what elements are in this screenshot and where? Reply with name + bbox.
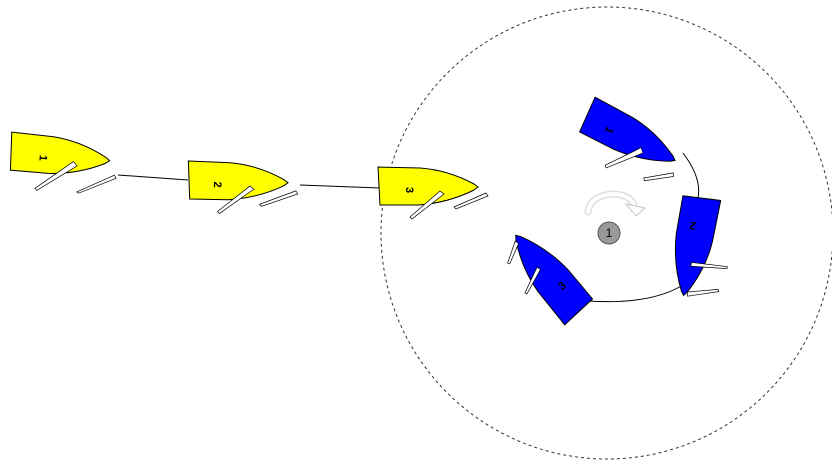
yellow-boat-2[interactable]: 2 (187, 161, 298, 215)
mark-label: 1 (606, 226, 613, 240)
sail-icon (77, 172, 117, 196)
boat-label: 2 (211, 181, 223, 187)
mark-1[interactable]: 1 (598, 222, 620, 244)
boat-label: 3 (403, 187, 415, 193)
yellow-boat-1[interactable]: 1 (7, 132, 119, 197)
boat-label: 1 (36, 154, 48, 161)
clockwise-arrow-icon (588, 194, 645, 216)
blue-boat-3[interactable]: 3 (493, 224, 594, 331)
sail-icon (643, 162, 675, 192)
yellow-boat-3[interactable]: 3 (378, 167, 488, 219)
blue-boat-1[interactable]: 1 (569, 97, 690, 197)
blue-boat-2[interactable]: 2 (666, 194, 739, 302)
